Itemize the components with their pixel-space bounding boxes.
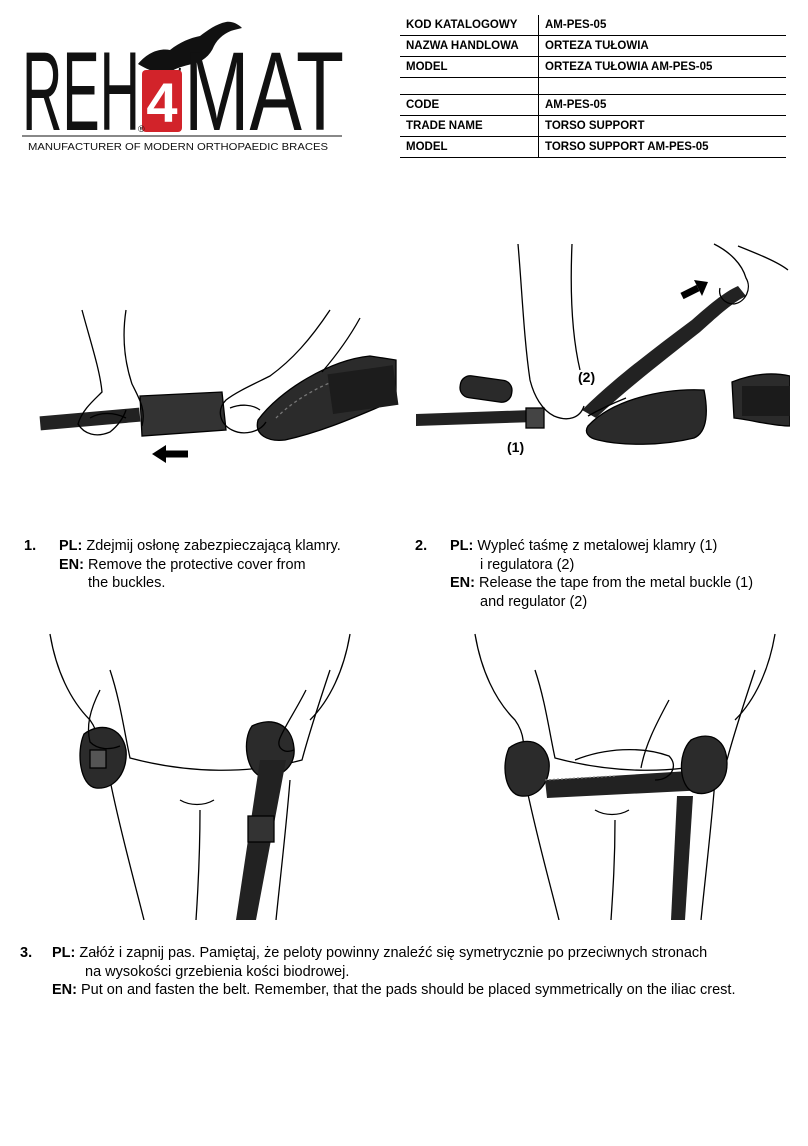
language-tag-pl: PL: [450, 538, 474, 554]
figure-release-tape: (2) (1) [412, 240, 791, 470]
spec-row-spacer [400, 77, 786, 95]
spec-row-code: CODE AM-PES-05 [400, 94, 786, 116]
product-spec-table: KOD KATALOGOWY AM-PES-05 NAZWA HANDLOWA … [400, 15, 786, 158]
spec-row-trade-name-pl: NAZWA HANDLOWA ORTEZA TUŁOWIA [400, 35, 786, 57]
step-text-pl-cont: i regulatora (2) [480, 556, 575, 573]
spec-row-model-en: MODEL TORSO SUPPORT AM-PES-05 [400, 136, 786, 158]
spec-key: KOD KATALOGOWY [400, 15, 539, 36]
step-number: 1. [24, 538, 37, 554]
spec-value: TORSO SUPPORT [538, 115, 786, 137]
logo-text-right: MAT [184, 29, 344, 154]
step-text-pl: Zdejmij osłonę zabezpieczającą klamry. [86, 538, 341, 554]
step-text-en-cont: and regulator (2) [480, 593, 588, 610]
logo-registered-mark: ® [138, 124, 145, 134]
step-text-en: Put on and fasten the belt. Remember, th… [81, 982, 736, 998]
language-tag-pl: PL: [52, 945, 76, 961]
spec-row-catalog-code: KOD KATALOGOWY AM-PES-05 [400, 15, 786, 36]
step-text-pl: Wypleć taśmę z metalowej klamry (1) [477, 538, 718, 554]
step-text-pl: Załóż i zapnij pas. Pamiętaj, że peloty … [79, 945, 708, 961]
step-text-pl-cont: na wysokości grzebienia kości biodrowej. [85, 963, 350, 980]
language-tag-en: EN: [52, 982, 77, 998]
figure-belt-on-left [40, 630, 360, 921]
step-text-en: Release the tape from the metal buckle (… [479, 575, 754, 591]
spec-row-trade-name-en: TRADE NAME TORSO SUPPORT [400, 115, 786, 137]
spec-value: TORSO SUPPORT AM-PES-05 [538, 136, 786, 158]
logo-text-left: REH [22, 29, 140, 154]
spec-key: MODEL [400, 56, 539, 78]
language-tag-en: EN: [450, 575, 475, 591]
language-tag-pl: PL: [59, 538, 83, 554]
spec-value: AM-PES-05 [538, 94, 786, 116]
spec-value: ORTEZA TUŁOWIA AM-PES-05 [538, 56, 786, 78]
figure-belt-on-right [465, 630, 785, 921]
spec-row-model-pl: MODEL ORTEZA TUŁOWIA AM-PES-05 [400, 56, 786, 78]
step-text-en: Remove the protective cover from [88, 556, 306, 573]
logo-badge [142, 70, 182, 132]
spec-value: ORTEZA TUŁOWIA [538, 35, 786, 57]
spec-key: CODE [400, 94, 539, 116]
step-number: 2. [415, 538, 428, 554]
spec-value: AM-PES-05 [538, 15, 786, 36]
logo-badge-digit: 4 [146, 71, 177, 134]
figure-remove-cover [30, 300, 400, 470]
spec-key: MODEL [400, 136, 539, 158]
step-text-en-cont: the buckles. [88, 575, 166, 591]
step-1-caption: 1. PL: Zdejmij osłonę zabezpieczającą kl… [24, 537, 394, 597]
rehmat-logo: REH 4 ® MAT MANUFACTURER OF MODERN ORTHO… [20, 12, 350, 157]
spec-key: TRADE NAME [400, 115, 539, 137]
figure-label-buckle: (1) [507, 439, 524, 455]
logo-tagline: MANUFACTURER OF MODERN ORTHOPAEDIC BRACE… [28, 141, 328, 153]
step-3-caption: 3. PL: Załóż i zapnij pas. Pamiętaj, że … [20, 944, 800, 1004]
step-2-caption: 2. PL: Wypleć taśmę z metalowej klamry (… [415, 537, 795, 615]
logo-graphic: REH 4 ® MAT MANUFACTURER OF MODERN ORTHO… [22, 21, 344, 154]
crow-icon [138, 21, 242, 75]
figure-label-regulator: (2) [578, 369, 595, 385]
step-number: 3. [20, 945, 33, 961]
spec-key: NAZWA HANDLOWA [400, 35, 539, 57]
language-tag-en: EN: [59, 556, 84, 573]
